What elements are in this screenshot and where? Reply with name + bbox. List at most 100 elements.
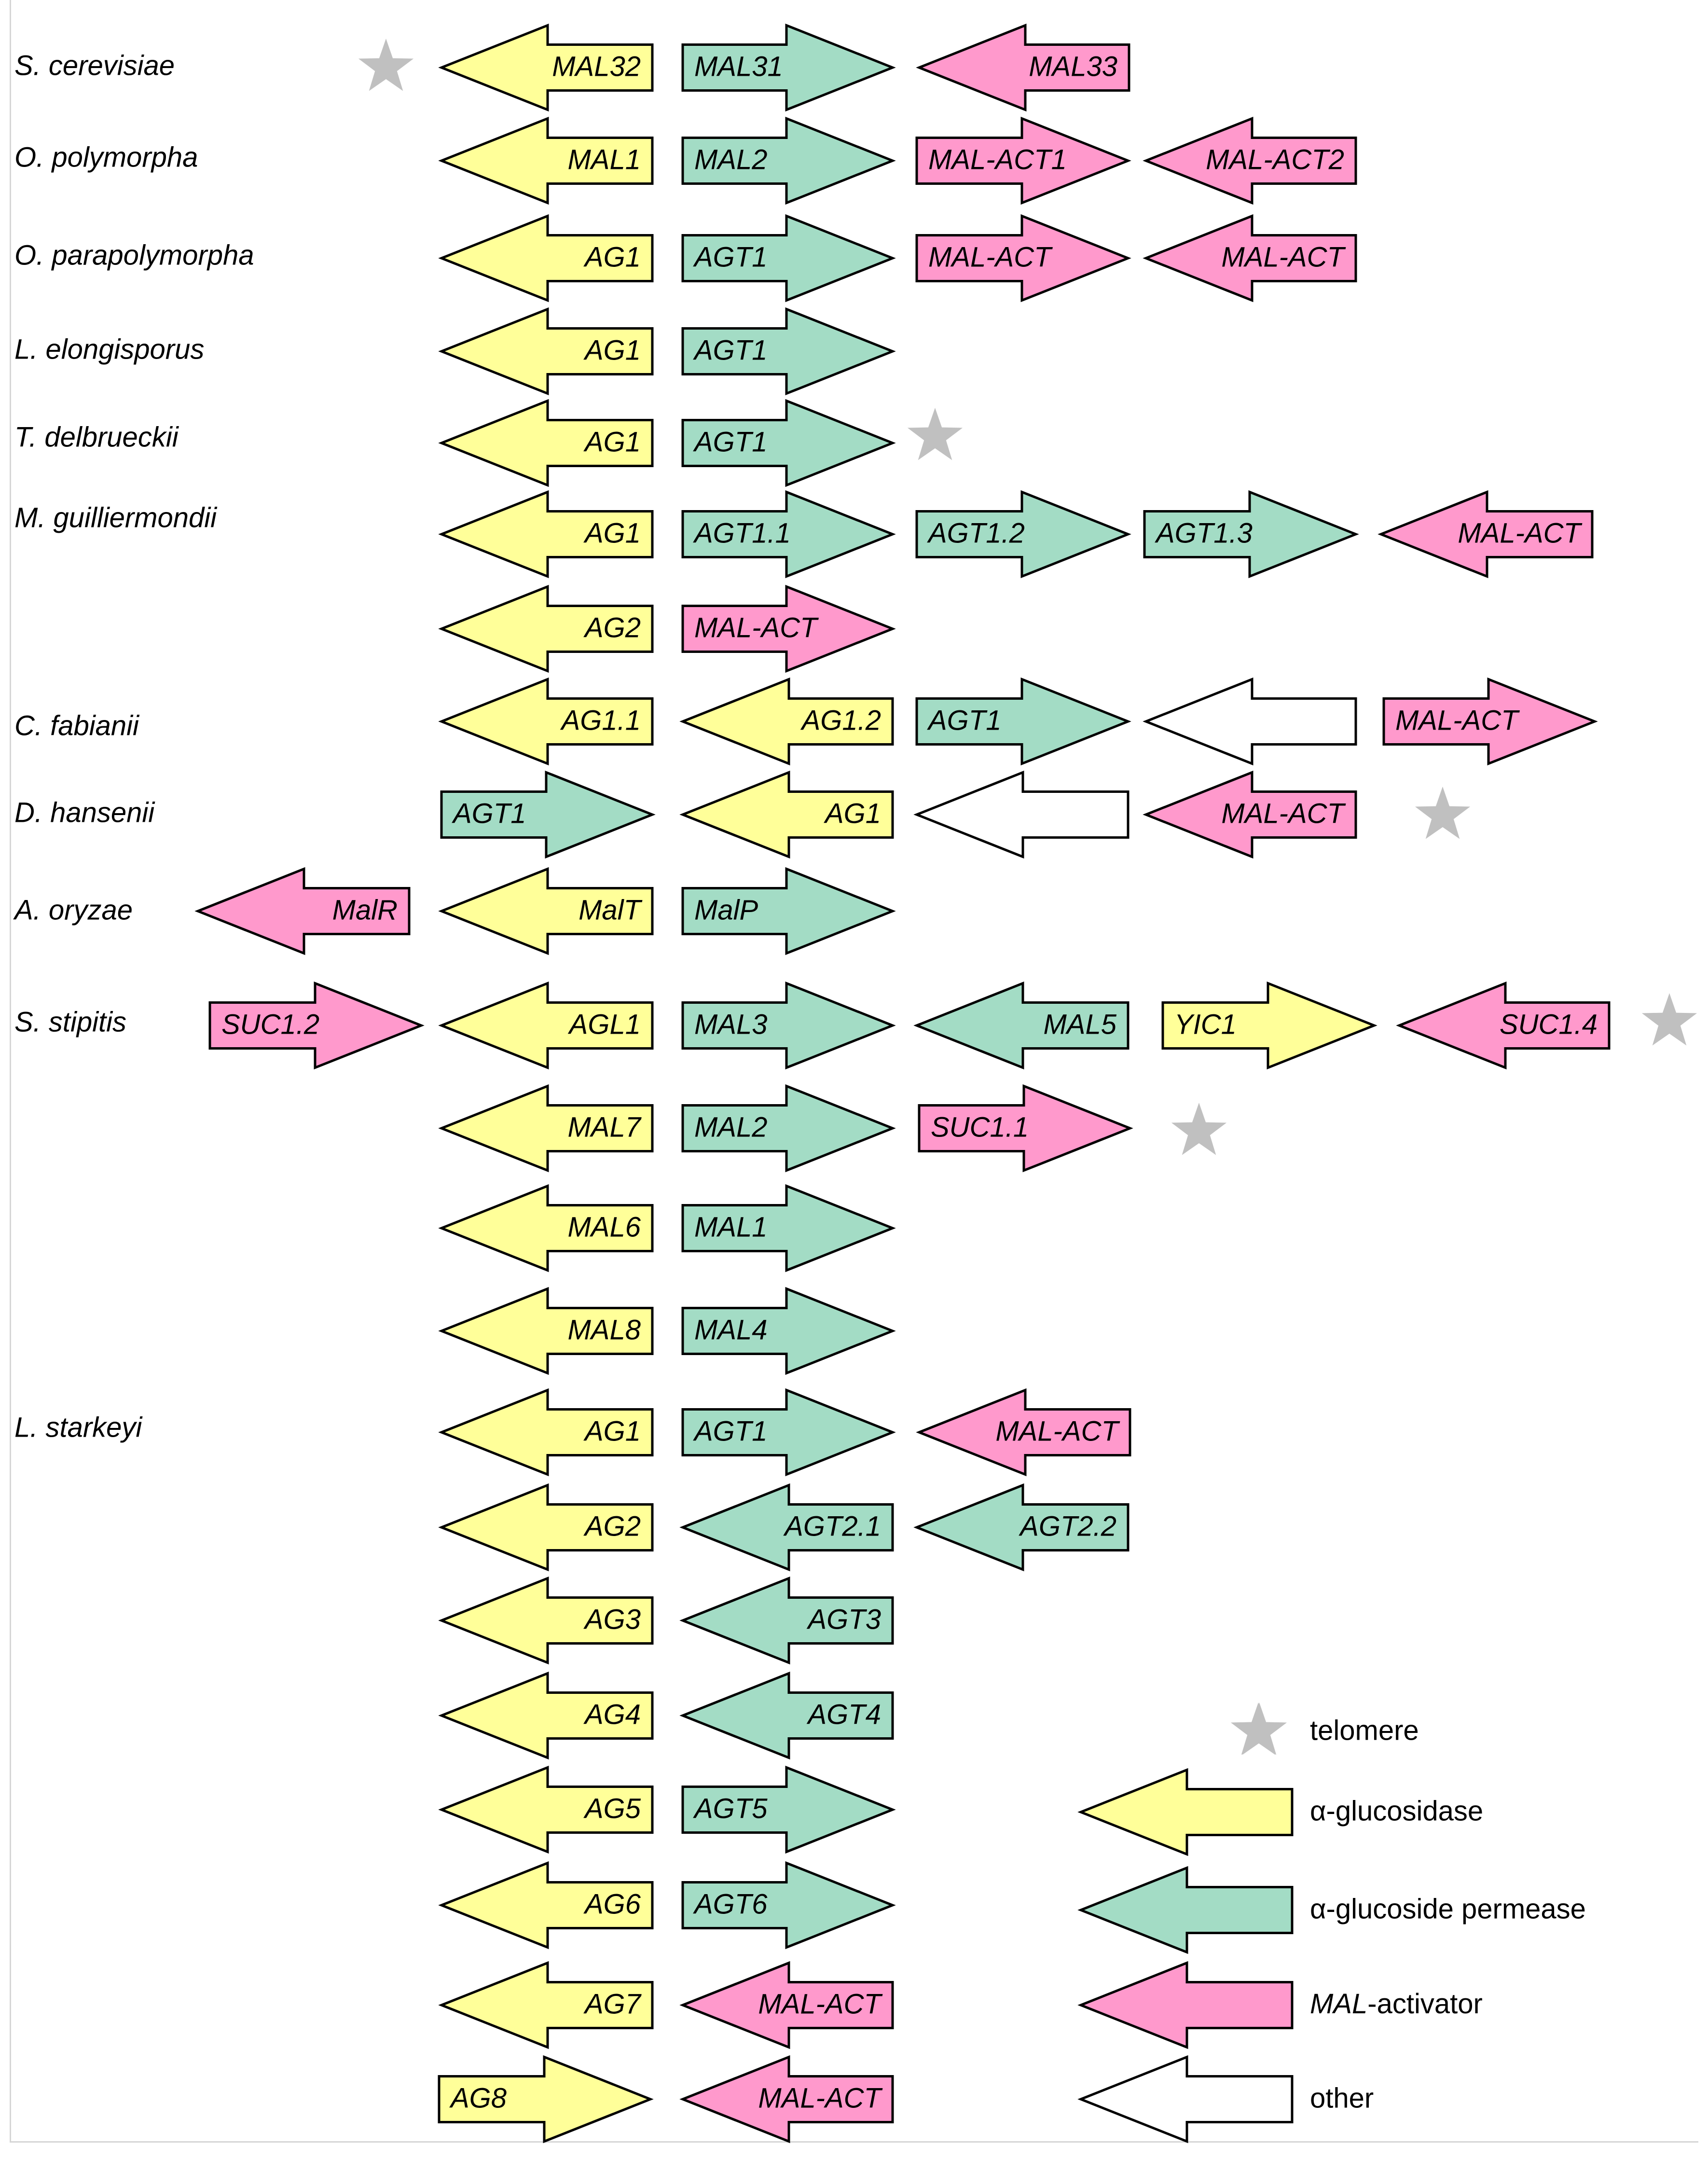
gene-arrow-activator: SUC1.2 bbox=[208, 981, 425, 1070]
gene-arrow-shape bbox=[1143, 677, 1357, 766]
gene-arrow-glucosidase: AG1 bbox=[438, 307, 654, 396]
gene-arrow-glucosidase: MAL6 bbox=[438, 1184, 654, 1273]
gene-arrow-shape bbox=[1396, 981, 1611, 1070]
gene-label: AGT3 bbox=[807, 1604, 882, 1635]
gene-arrow-shape bbox=[915, 214, 1131, 303]
gene-arrow-shape bbox=[438, 1084, 654, 1173]
gene-arrow-permease: AGT1 bbox=[440, 770, 656, 859]
gene-arrow-permease: AGT1 bbox=[681, 214, 896, 303]
gene-label: MAL-ACT bbox=[1221, 241, 1346, 273]
gene-arrow-permease: MalP bbox=[681, 867, 896, 955]
gene-label: AGT1 bbox=[452, 798, 526, 829]
gene-arrow-shape bbox=[679, 770, 894, 859]
gene-label: MAL7 bbox=[567, 1111, 642, 1143]
gene-label: MAL-ACT bbox=[995, 1415, 1120, 1447]
gene-arrow-shape bbox=[438, 1861, 654, 1950]
gene-arrow-permease: AGT1.1 bbox=[681, 490, 896, 579]
gene-arrow-shape bbox=[1143, 770, 1357, 859]
gene-arrow-glucosidase: AG3 bbox=[438, 1576, 654, 1665]
gene-arrow-permease: AGT1 bbox=[681, 399, 896, 487]
gene-label: MAL2 bbox=[694, 144, 768, 175]
gene-arrow-shape bbox=[913, 981, 1129, 1070]
gene-label: MAL-ACT2 bbox=[1206, 144, 1344, 175]
legend-activator-prefix: MAL bbox=[1310, 1988, 1367, 2020]
gene-arrow-permease: AGT1 bbox=[681, 1388, 896, 1477]
gene-arrow-activator: SUC1.1 bbox=[918, 1084, 1133, 1173]
legend-label-activator: MAL-activator bbox=[1310, 1988, 1483, 2020]
gene-arrow-activator: MAL-ACT bbox=[679, 2055, 894, 2144]
gene-label: MAL33 bbox=[1029, 51, 1117, 82]
gene-arrow-shape bbox=[1143, 214, 1357, 303]
gene-arrow-permease: AGT1 bbox=[681, 307, 896, 396]
legend-telomere-star-icon bbox=[1231, 1703, 1287, 1755]
gene-arrow-glucosidase: AG1 bbox=[679, 770, 894, 859]
gene-arrow-permease: MAL5 bbox=[913, 981, 1129, 1070]
frame-left-line bbox=[10, 0, 11, 2143]
gene-arrow-shape bbox=[679, 1576, 894, 1665]
gene-label: SUC1.4 bbox=[1500, 1009, 1598, 1040]
gene-label: MalP bbox=[694, 894, 758, 926]
gene-arrow-permease: AGT2.1 bbox=[679, 1483, 894, 1572]
gene-label: MAL6 bbox=[567, 1211, 641, 1243]
gene-arrow-shape bbox=[438, 1483, 654, 1572]
gene-label: MAL31 bbox=[694, 51, 783, 82]
gene-arrow-shape bbox=[679, 1961, 894, 2049]
gene-label: AGT1 bbox=[693, 1415, 768, 1447]
gene-arrow-shape bbox=[1161, 981, 1377, 1070]
gene-arrow-shape bbox=[438, 214, 654, 303]
gene-arrow-shape bbox=[915, 677, 1131, 766]
gene-label: AG3 bbox=[583, 1604, 641, 1635]
gene-label: AGT1 bbox=[693, 426, 768, 457]
gene-arrow-shape bbox=[438, 2055, 654, 2144]
gene-arrow-shape bbox=[679, 1483, 894, 1572]
legend-label-glucosidase: α-glucosidase bbox=[1310, 1795, 1483, 1827]
legend-arrow-activator bbox=[1077, 1961, 1294, 2049]
gene-label: AGT6 bbox=[693, 1888, 768, 1920]
gene-arrow-glucosidase: AG2 bbox=[438, 1483, 654, 1572]
gene-label: AGT5 bbox=[693, 1793, 768, 1824]
gene-arrow-shape bbox=[681, 584, 896, 673]
gene-arrow-glucosidase: AG5 bbox=[438, 1765, 654, 1854]
legend-arrow-other bbox=[1077, 2055, 1294, 2144]
gene-arrow-activator: SUC1.4 bbox=[1396, 981, 1611, 1070]
gene-arrow-shape bbox=[194, 867, 411, 955]
gene-arrow-shape bbox=[681, 1184, 896, 1273]
species-label: S. stipitis bbox=[14, 1006, 126, 1038]
gene-arrow-shape bbox=[438, 1388, 654, 1477]
species-label: O. parapolymorpha bbox=[14, 239, 254, 271]
gene-arrow-shape bbox=[679, 677, 894, 766]
gene-arrow-activator: MAL-ACT bbox=[1143, 214, 1357, 303]
gene-label: MAL-ACT bbox=[1395, 705, 1520, 736]
gene-arrow-shape bbox=[440, 770, 656, 859]
gene-arrow-activator: MAL33 bbox=[916, 23, 1130, 112]
gene-arrow-permease: MAL4 bbox=[681, 1287, 896, 1375]
gene-label: AG1 bbox=[583, 1415, 641, 1447]
gene-arrow-activator: MAL-ACT bbox=[1143, 770, 1357, 859]
gene-arrow-glucosidase: MAL7 bbox=[438, 1084, 654, 1173]
gene-label: MAL-ACT bbox=[694, 612, 819, 643]
gene-arrow-shape bbox=[438, 867, 654, 955]
gene-arrow-shape bbox=[681, 981, 896, 1070]
gene-arrow-shape bbox=[438, 677, 654, 766]
gene-label: SUC1.2 bbox=[221, 1009, 319, 1040]
gene-arrow-shape bbox=[915, 490, 1131, 579]
gene-label: MAL-ACT1 bbox=[928, 144, 1067, 175]
gene-arrow-glucosidase: AG7 bbox=[438, 1961, 654, 2049]
gene-label: AG2 bbox=[583, 612, 641, 643]
species-label: T. delbrueckii bbox=[14, 421, 179, 453]
gene-arrow-shape bbox=[438, 307, 654, 396]
gene-label: MAL5 bbox=[1043, 1009, 1116, 1040]
gene-arrow-shape bbox=[679, 2055, 894, 2144]
gene-arrow-other bbox=[1143, 677, 1357, 766]
gene-label: MAL-ACT bbox=[928, 241, 1053, 273]
species-label: S. cerevisiae bbox=[14, 50, 175, 81]
gene-label: MAL-ACT bbox=[758, 2082, 882, 2114]
gene-arrow-other bbox=[913, 770, 1129, 859]
species-label: L. elongisporus bbox=[14, 333, 204, 365]
gene-label: AGT2.2 bbox=[1019, 1510, 1116, 1542]
gene-arrow-shape bbox=[438, 1671, 654, 1760]
gene-label: AG1 bbox=[583, 241, 641, 273]
gene-label: MAL32 bbox=[552, 51, 641, 82]
